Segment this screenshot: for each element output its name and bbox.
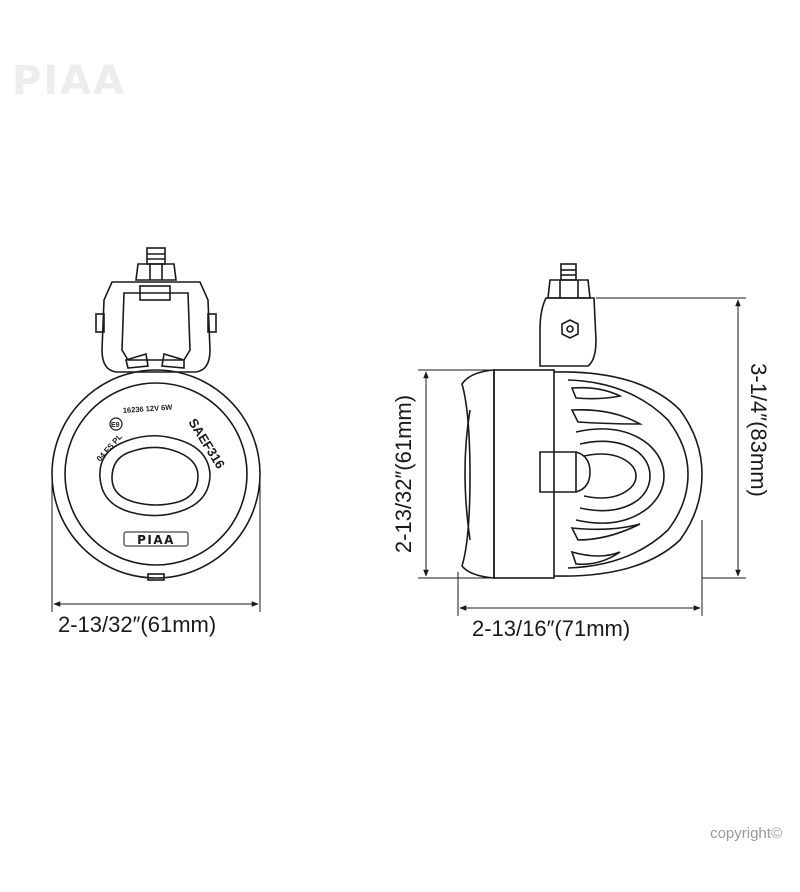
side-bracket — [539, 297, 597, 367]
e-mark-icon: E9 — [109, 417, 123, 431]
copyright-text: copyright© — [710, 825, 782, 842]
piaa-badge: PIAA — [123, 531, 189, 547]
front-lamp-body — [51, 369, 261, 581]
front-width-label: 2-13/32″(61mm) — [58, 612, 217, 637]
side-housing — [493, 369, 703, 579]
side-rear-arch — [575, 428, 665, 524]
side-connector — [539, 451, 591, 493]
side-height-label: 2-13/32″(61mm) — [391, 394, 416, 554]
side-total-height-dimension — [596, 297, 746, 579]
piaa-watermark: PIAA — [12, 58, 127, 104]
side-depth-dimension — [457, 520, 703, 616]
front-view — [51, 247, 261, 581]
side-height-dimension — [418, 369, 494, 579]
lens-mark-rating: 16236 12V 6W — [123, 402, 174, 415]
side-bolt — [547, 263, 591, 299]
side-depth-label: 2-13/16″(71mm) — [472, 616, 631, 641]
front-width-dimension — [51, 474, 261, 612]
side-bezel — [461, 369, 495, 579]
lens-mark-e: E9 — [111, 422, 120, 429]
piaa-badge-text: PIAA — [137, 533, 175, 547]
lens-markings: 04 FS PL E9 16236 12V 6W SAEF316 PIAA — [95, 402, 228, 547]
side-view — [461, 263, 703, 579]
front-bracket — [95, 281, 217, 373]
side-total-height-label: 3-1/4″(83mm) — [746, 363, 771, 497]
front-bolt — [135, 247, 177, 281]
side-fins — [570, 386, 644, 566]
lens-mark-saef: SAEF316 — [185, 416, 228, 472]
